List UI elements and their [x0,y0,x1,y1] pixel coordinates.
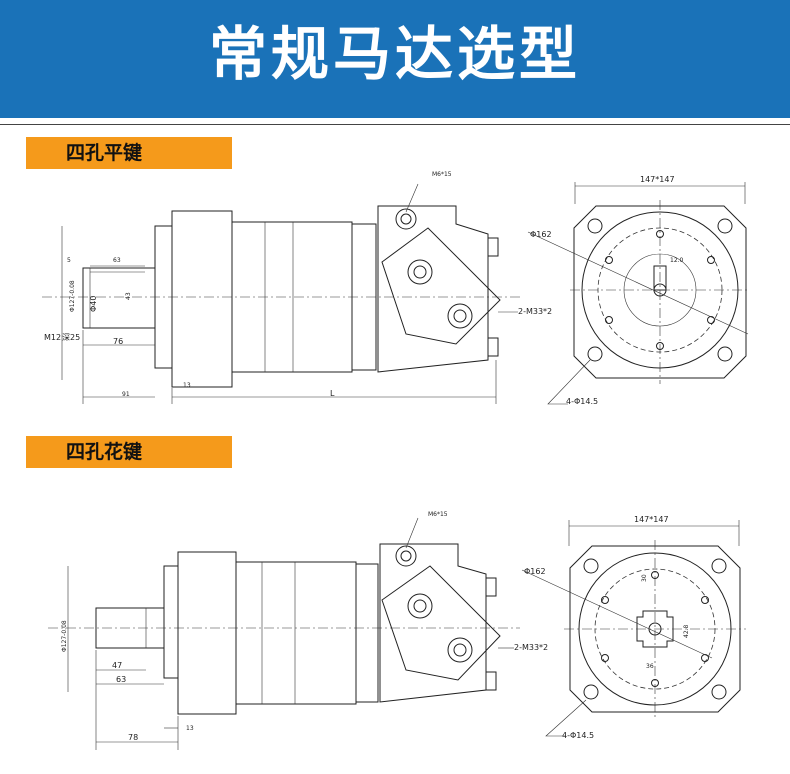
divider [0,124,790,125]
leader-line [545,699,587,737]
label-port: 2-M33*2 [514,643,548,652]
bolt-hole [707,316,715,324]
corner-hole [587,218,603,234]
bolt-hole [601,596,609,604]
label-pcd: Φ162 [524,567,546,576]
label-dim-76: 76 [113,337,123,346]
side-plug [487,337,499,357]
label-dim-43: 43 [125,292,132,300]
corner-hole [717,346,733,362]
page-title: 常规马达选型 [208,20,581,88]
corner-hole [583,558,599,574]
port-circle-inner [413,599,427,613]
label-dim-91: 91 [122,391,130,398]
label-spline-c: 36 [646,663,654,670]
section-tag-spline: 四孔花键 [26,436,232,468]
label-dim-5: 5 [67,257,71,264]
bolt-circle-inner [400,213,412,225]
port-circle-inner [453,309,467,323]
port-circle-outer [407,593,433,619]
corner-hole [717,218,733,234]
label-port: 2-M33*2 [518,307,552,316]
label-depth: 深25 [62,333,80,342]
valve-plate [351,223,377,371]
pilot [163,565,179,679]
valve-plate [355,563,379,703]
label-spline-a: 30 [641,574,648,582]
leader-line [405,183,419,213]
label-top-bolt: M6*15 [428,511,448,518]
bolt-circle-inner [400,550,412,562]
header-banner: 常规马达选型 [0,0,790,118]
port-circle-outer [407,259,433,285]
drawing-flat-key-svg: M6*15 5 63 Φ127-0.08 Φ40 43 M12 深25 76 9… [42,171,750,406]
label-dim-63: 63 [113,257,121,264]
square-flange [569,545,741,713]
end-view: 147*147 Φ162 30 42.8 36 4-Φ14.5 [521,515,746,740]
label-dim-63: 63 [116,675,126,684]
corner-hole [711,684,727,700]
drawing-spline: M6*15 Φ127-0.08 47 63 78 13 2-M33*2 147*… [0,470,790,770]
corner-hole [583,684,599,700]
port-circle-inner [413,265,427,279]
label-dim-13: 13 [183,382,191,389]
bolt-hole [656,342,664,350]
bolt-hole [656,230,664,238]
port-circle-outer [447,637,473,663]
corner-hole [587,346,603,362]
bolt-hole [701,596,709,604]
port-circle-inner [453,643,467,657]
bolt-hole [601,654,609,662]
drawing-flat-key: M6*15 5 63 Φ127-0.08 Φ40 43 M12 深25 76 9… [0,160,790,422]
label-dim-78: 78 [128,733,138,742]
side-plug [485,671,497,691]
valve-block [377,205,489,373]
port-block [381,227,501,345]
leader-line [521,569,713,659]
housing [235,561,357,705]
bolt-hole [707,256,715,264]
label-holes: 4-Φ14.5 [566,397,598,406]
section-tag-flat-key: 四孔平键 [26,137,232,169]
bolt-hole [605,256,613,264]
bolt-hole [651,571,659,579]
label-m12: M12 [44,333,61,342]
leader-line [547,359,591,405]
bolt-hole [701,654,709,662]
mounting-flange [177,551,237,715]
bolt-hole [651,679,659,687]
valve-block [379,543,487,703]
leader-line [527,231,749,335]
end-view: 147*147 Φ162 12.0 4-Φ14.5 [527,175,750,406]
drawing-spline-svg: M6*15 Φ127-0.08 47 63 78 13 2-M33*2 147*… [48,511,746,750]
corner-hole [711,558,727,574]
label-dim-47: 47 [112,661,122,670]
label-flange-size: 147*147 [640,175,675,184]
side-plug [485,577,497,597]
label-dim-13: 13 [186,725,194,732]
label-pcd: Φ162 [530,230,552,239]
label-flange-size: 147*147 [634,515,669,524]
label-top-bolt: M6*15 [432,171,452,178]
label-dim-127: Φ127-0.08 [61,620,68,652]
side-plug [487,237,499,257]
label-key: 12.0 [670,257,684,264]
square-flange [573,205,747,379]
label-dim-40: Φ40 [89,296,98,312]
bolt-circle-outer [395,208,417,230]
label-length: L [330,389,335,398]
label-spline-b: 42.8 [683,624,690,638]
spline-profile [636,610,674,648]
housing [231,221,353,373]
label-holes: 4-Φ14.5 [562,731,594,740]
mounting-flange [171,210,233,388]
port-block [381,565,501,681]
bolt-circle-outer [395,545,417,567]
bolt-hole [605,316,613,324]
leader-line [405,517,419,549]
label-dim-127: Φ127-0.08 [69,280,76,312]
port-circle-outer [447,303,473,329]
